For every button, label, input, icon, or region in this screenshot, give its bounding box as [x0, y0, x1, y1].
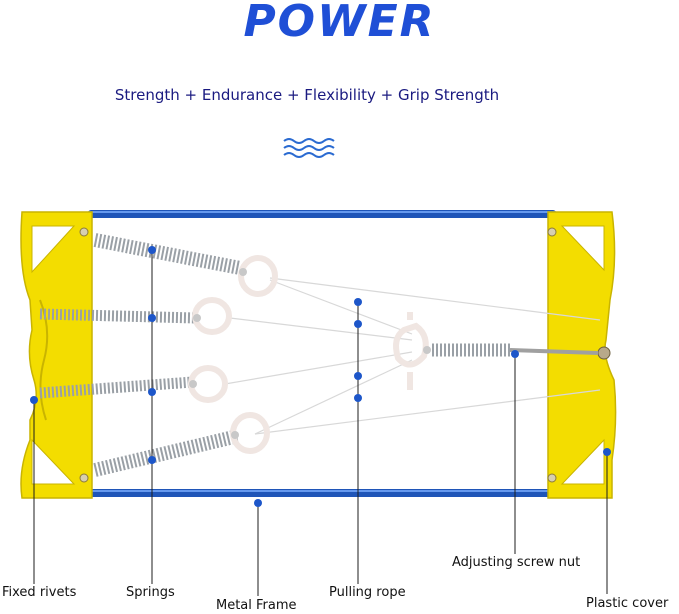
subtitle: Strength + Endurance + Flexibility + Gri…: [114, 86, 500, 104]
finger-rings: [188, 255, 429, 454]
springs: [39, 233, 599, 477]
label-fixed-rivets: Fixed rivets: [2, 585, 77, 600]
leader-lines: [33, 248, 608, 596]
label-metal-frame: Metal Frame: [216, 598, 297, 613]
label-plastic-cover: Plastic cover: [586, 596, 669, 611]
label-adjusting-screw-nut: Adjusting screw nut: [452, 555, 581, 570]
right-plastic-cover: [547, 211, 617, 499]
label-springs: Springs: [126, 585, 175, 600]
metal-frame-top-bar: [88, 210, 556, 218]
metal-frame-bottom-bar: [88, 489, 556, 497]
markers: [30, 246, 611, 507]
pulling-ropes: [224, 277, 601, 435]
wave-icon: [283, 138, 335, 158]
page-title: POWER: [243, 0, 436, 47]
left-plastic-cover: [20, 211, 93, 499]
label-pulling-rope: Pulling rope: [329, 585, 406, 600]
